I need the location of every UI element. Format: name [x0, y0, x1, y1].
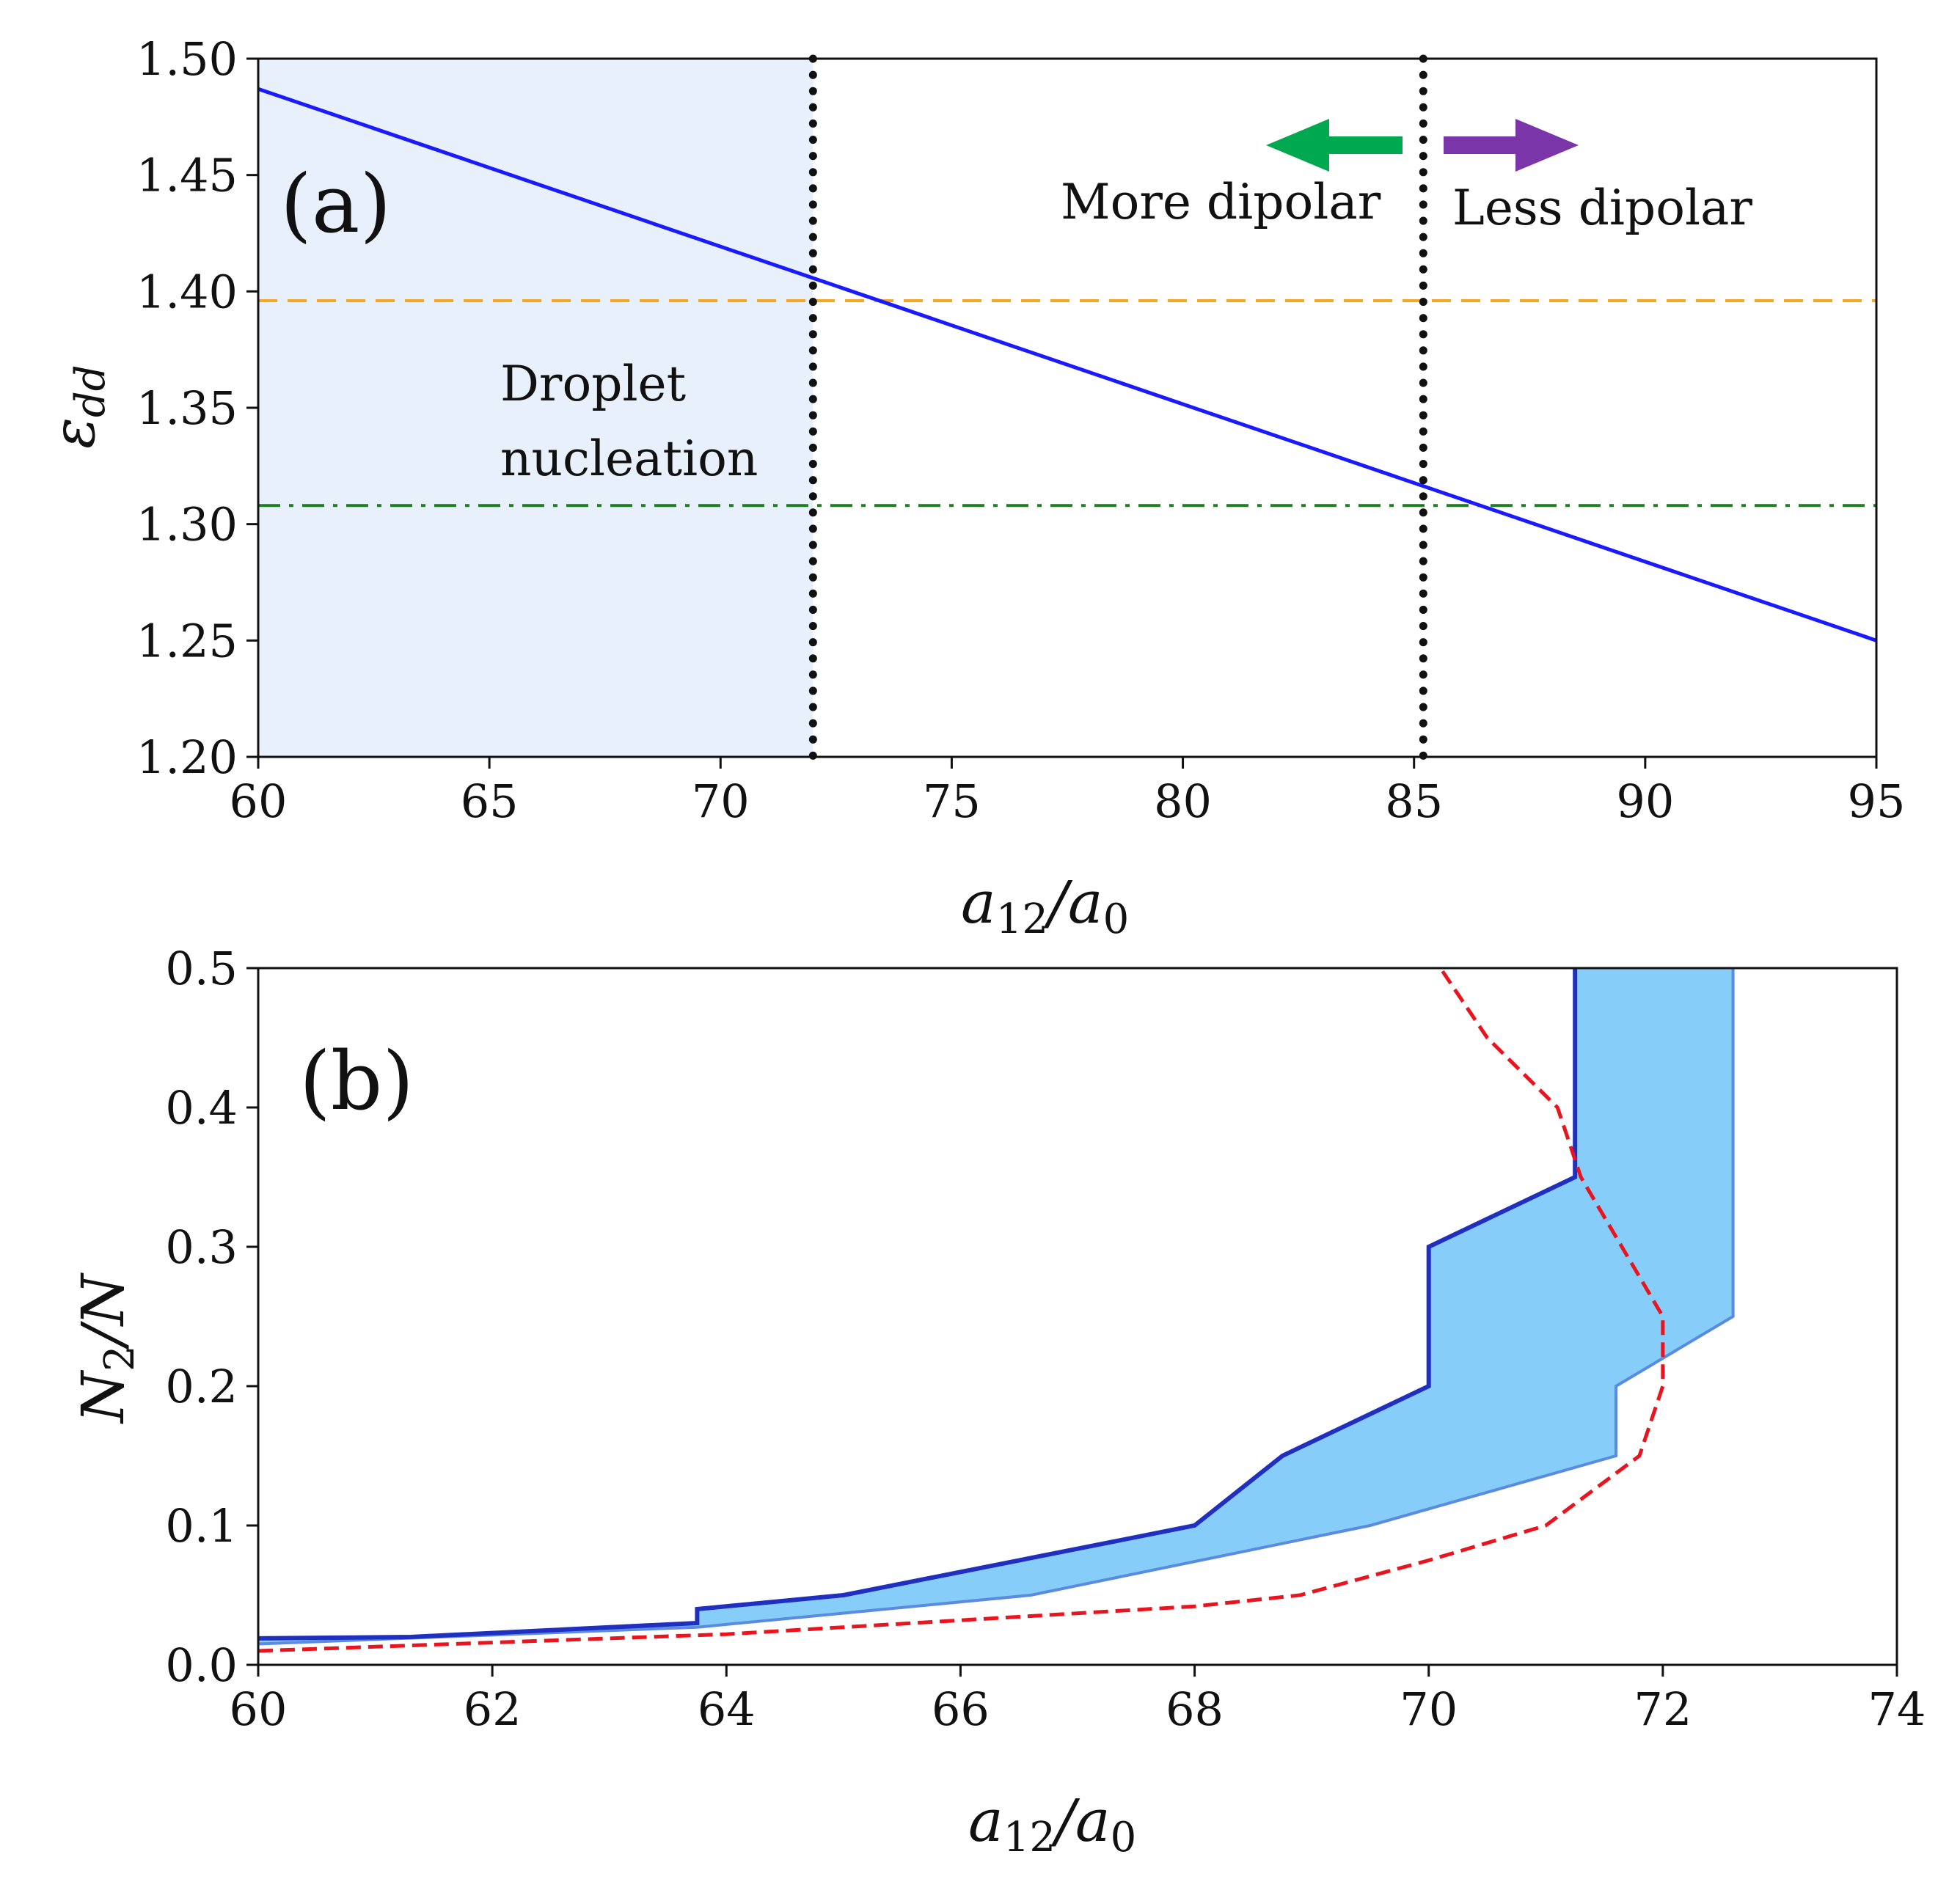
- panel-a: 60 65 70 75 80 85 90 95 1.20 1.25 1.30 1.35 1.40 1.45…: [40, 32, 1905, 943]
- panel-b-xtick-label: 72: [1634, 1682, 1692, 1736]
- ylabel-a-sub: dd: [67, 365, 114, 417]
- panel-b-xtick-label: 66: [932, 1682, 990, 1736]
- panel-a-xtick-label: 75: [923, 774, 981, 828]
- panel-b-ticks: 60 62 64 66 68 70 72 74 0.0 0.1 0.2 0.3 0.4 0.5: [165, 942, 1926, 1736]
- panel-b-x-axis-label: a12/a0: [968, 1787, 1136, 1861]
- more-dipolar-arrowhead: [1266, 119, 1329, 172]
- panel-a-xtick-label: 65: [461, 774, 519, 828]
- panel-b-ytick-label: 0.0: [165, 1638, 238, 1692]
- panel-b-band: [258, 968, 1733, 1644]
- panel-a-lines: [257, 54, 1877, 761]
- panel-a-label: (a): [280, 157, 391, 251]
- ylabel-a-base: ε: [40, 417, 108, 449]
- panel-b-y-axis-label: N2/N: [69, 1272, 144, 1424]
- xlabel-a-sub: 12: [996, 895, 1048, 943]
- panel-b-frame: [257, 967, 1898, 1666]
- more-dipolar-arrow-shaft: [1329, 136, 1403, 154]
- xlabel-b-base: a: [968, 1787, 1003, 1855]
- xlabel-a-sub2: 0: [1103, 895, 1130, 943]
- panel-a-ticks: 60 65 70 75 80 85 90 95 1.20 1.25 1.30 1.35 1.40 1.45…: [136, 32, 1906, 828]
- panel-b-ytick-label: 0.4: [165, 1081, 238, 1135]
- panel-a-ytick-label: 1.25: [136, 614, 238, 667]
- panel-b-xtick-label: 68: [1166, 1682, 1224, 1736]
- panel-b-xtick-label: 64: [698, 1682, 756, 1736]
- xlabel-b-sub2: 0: [1111, 1814, 1137, 1861]
- panel-a-y-axis-label: εdd: [40, 365, 114, 449]
- panel-b-ytick-label: 0.3: [165, 1220, 238, 1274]
- panel-b: 60 62 64 66 68 70 72 74 0.0 0.1 0.2 0.3 0.4 0.5 (b) a…: [69, 942, 1926, 1861]
- band-lower-boundary: [257, 968, 1735, 1646]
- droplet-band-fill: [258, 968, 1733, 1644]
- panel-a-x-axis-label: a12/a0: [961, 868, 1129, 943]
- less-dipolar-arrowhead: [1515, 119, 1579, 172]
- panel-a-xtick-label: 95: [1848, 774, 1906, 828]
- panel-a-ytick-label: 1.30: [136, 498, 238, 552]
- panel-a-xtick-label: 80: [1154, 774, 1212, 828]
- panel-a-ytick-label: 1.20: [136, 730, 238, 784]
- ylabel-b-sub: 2: [96, 1345, 144, 1371]
- band-upper-boundary: [257, 968, 1578, 1641]
- panel-a-xtick-label: 85: [1385, 774, 1443, 828]
- xlabel-a-rest: /a: [1043, 868, 1103, 937]
- panel-a-ytick-label: 1.45: [136, 149, 238, 202]
- panel-b-ytick-label: 0.2: [165, 1360, 238, 1413]
- epsilon-dd-line: [257, 87, 1877, 642]
- droplet-annotation-line1: Droplet: [500, 356, 686, 412]
- panel-a-ytick-label: 1.35: [136, 381, 238, 435]
- panel-b-xtick-label: 62: [464, 1682, 522, 1736]
- panel-a-ytick-label: 1.50: [136, 32, 238, 86]
- xlabel-b-rest: /a: [1050, 1787, 1111, 1855]
- panel-a-xtick-label: 90: [1616, 774, 1674, 828]
- droplet-annotation-line2: nucleation: [500, 431, 758, 487]
- more-dipolar-label: More dipolar: [1061, 174, 1381, 230]
- panel-a-ytick-label: 1.40: [136, 265, 238, 318]
- less-dipolar-label: Less dipolar: [1452, 180, 1752, 236]
- panel-b-lines: [257, 967, 1735, 1653]
- panel-b-xtick-label: 70: [1400, 1682, 1458, 1736]
- droplet-shaded-region: [258, 59, 813, 757]
- panel-b-xtick-label: 60: [230, 1682, 288, 1736]
- xlabel-a-base: a: [961, 868, 996, 937]
- panel-b-xtick-label: 74: [1868, 1682, 1926, 1736]
- panel-b-ytick-label: 0.1: [165, 1499, 238, 1553]
- less-dipolar-arrow-shaft: [1444, 136, 1515, 154]
- ylabel-b-rest: /N: [69, 1272, 137, 1350]
- panel-a-background: [258, 59, 813, 757]
- panel-a-xtick-label: 70: [692, 774, 750, 828]
- red-dashed-curve: [257, 967, 1665, 1653]
- panel-a-xtick-label: 60: [230, 774, 288, 828]
- panel-b-ytick-label: 0.5: [165, 942, 238, 995]
- panel-b-label: (b): [299, 1034, 414, 1128]
- xlabel-b-sub: 12: [1003, 1814, 1056, 1861]
- ylabel-b-base: N: [69, 1369, 137, 1424]
- dipolar-arrows: [1266, 119, 1579, 172]
